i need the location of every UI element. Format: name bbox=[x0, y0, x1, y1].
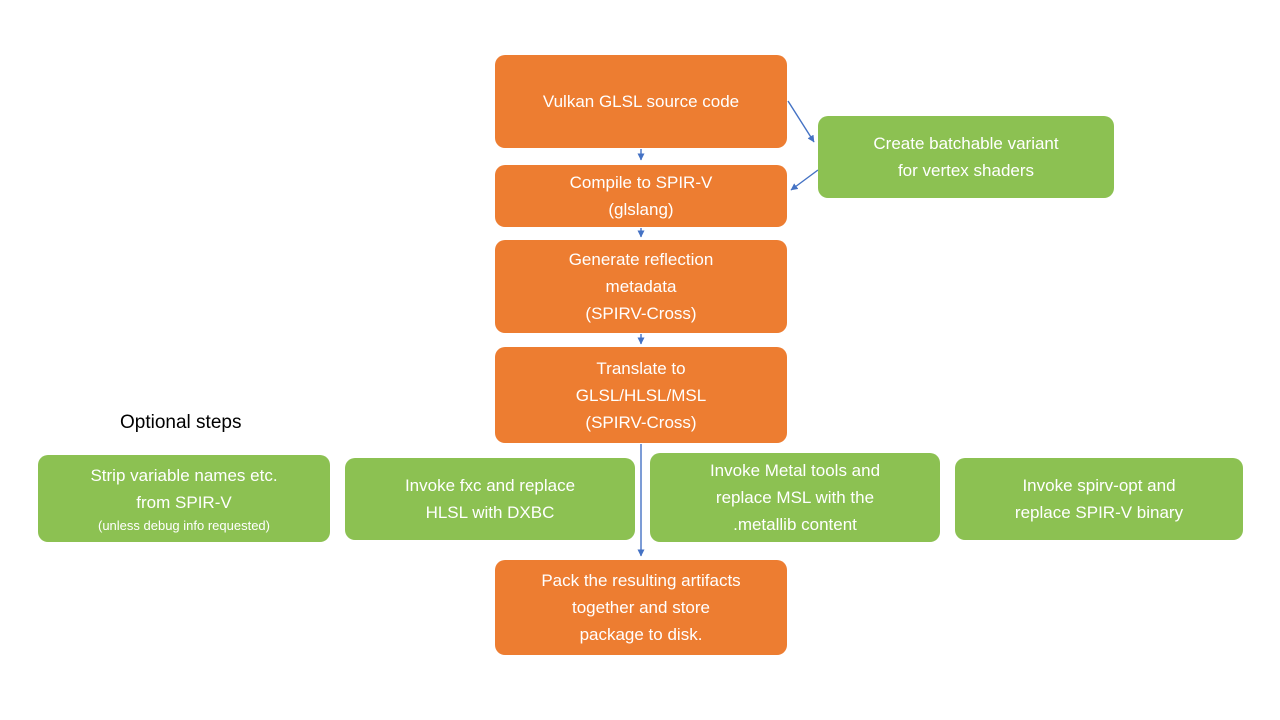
node-label: Translate to GLSL/HLSL/MSL (SPIRV-Cross) bbox=[575, 358, 707, 432]
node-label: Create batchable variant for vertex shad… bbox=[873, 134, 1059, 180]
node-label: Strip variable names etc. from SPIR-V bbox=[90, 466, 278, 512]
optional-steps-label: Optional steps bbox=[120, 412, 242, 433]
node-invoke-spirv-opt: Invoke spirv-opt and replace SPIR-V bina… bbox=[955, 458, 1243, 540]
node-label: Compile to SPIR-V (glslang) bbox=[569, 173, 713, 219]
flow-arrow-create_batchable-to-compile_spirv bbox=[790, 169, 819, 191]
node-translate-glsl-hlsl-msl: Translate to GLSL/HLSL/MSL (SPIRV-Cross) bbox=[495, 347, 787, 443]
node-label: Generate reflection metadata (SPIRV-Cros… bbox=[568, 250, 714, 323]
flow-arrow-vulkan_source-to-create_batchable bbox=[787, 100, 815, 143]
node-strip-variable-names: Strip variable names etc. from SPIR-V (u… bbox=[38, 455, 330, 542]
node-label: Vulkan GLSL source code bbox=[542, 92, 740, 111]
node-label: Invoke Metal tools and replace MSL with … bbox=[709, 461, 881, 534]
node-pack-artifacts: Pack the resulting artifacts together an… bbox=[495, 560, 787, 655]
node-invoke-fxc: Invoke fxc and replace HLSL with DXBC bbox=[345, 458, 635, 540]
node-generate-reflection-metadata: Generate reflection metadata (SPIRV-Cros… bbox=[495, 240, 787, 333]
node-note: (unless debug info requested) bbox=[97, 518, 270, 533]
node-create-batchable-variant: Create batchable variant for vertex shad… bbox=[818, 116, 1114, 198]
node-label: Pack the resulting artifacts together an… bbox=[541, 571, 741, 644]
node-label: Invoke spirv-opt and replace SPIR-V bina… bbox=[1014, 476, 1184, 522]
node-invoke-metal-tools: Invoke Metal tools and replace MSL with … bbox=[650, 453, 940, 542]
node-vulkan-glsl-source: Vulkan GLSL source code bbox=[495, 55, 787, 148]
node-compile-to-spirv: Compile to SPIR-V (glslang) bbox=[495, 165, 787, 227]
node-label: Invoke fxc and replace HLSL with DXBC bbox=[404, 476, 576, 522]
